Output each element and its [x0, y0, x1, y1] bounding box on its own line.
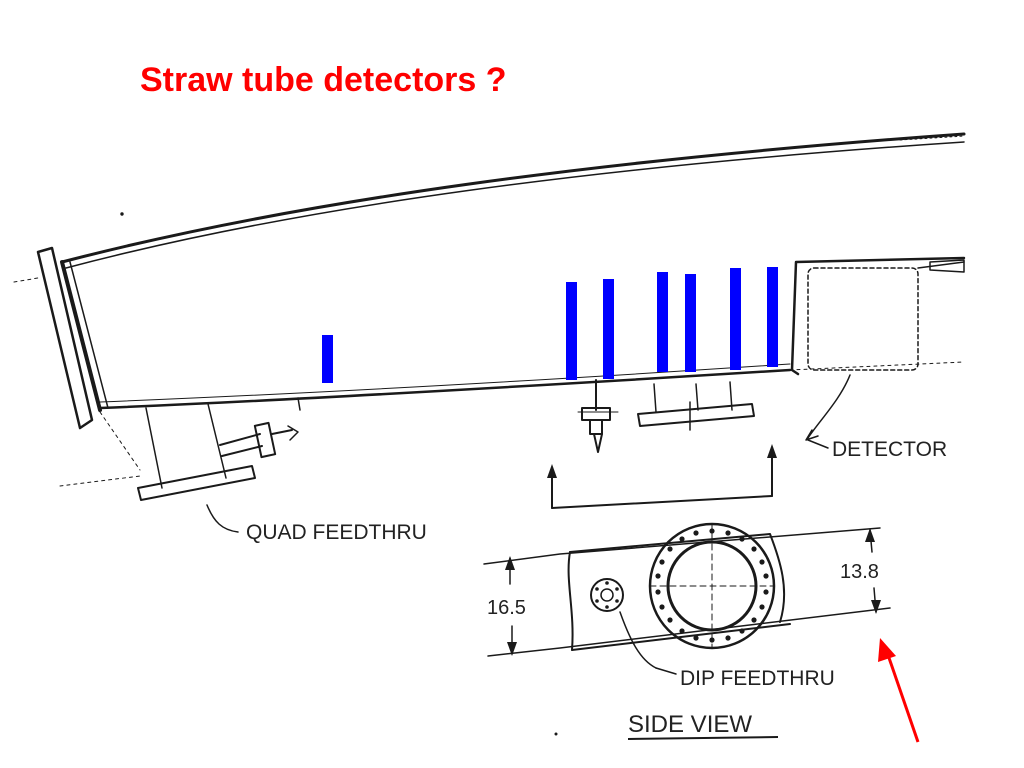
chamber-top-edge-inner [65, 141, 965, 269]
side-view-top-edge [483, 527, 881, 565]
detector-label: DETECTOR [832, 438, 947, 461]
straw-tube [767, 267, 778, 367]
dim-16-5-label: 16.5 [487, 597, 526, 619]
straw-tube [322, 335, 333, 383]
detector-box [807, 267, 919, 371]
feedthru-plate [637, 403, 755, 427]
side-view-bottom-edge [487, 607, 891, 657]
straw-tube-group [322, 267, 778, 383]
chamber-top-edge [60, 132, 966, 264]
side-view-label: SIDE VIEW [628, 711, 752, 738]
straw-tube [566, 282, 577, 380]
straw-tube [685, 274, 696, 372]
dim-13-8-label: 13.8 [840, 561, 879, 583]
straw-tube [603, 279, 614, 379]
slide-title: Straw tube detectors ? [140, 61, 507, 99]
detector-housing [790, 256, 966, 376]
red-pointer-arrow [878, 638, 920, 743]
chamber-bottom-edge [98, 368, 792, 410]
side-view-dip-flange [590, 578, 624, 612]
quad-feedthru-base [137, 465, 256, 501]
dip-feedthru-label: DIP FEEDTHRU [680, 667, 835, 690]
straw-tube [657, 272, 668, 372]
quad-feedthru-label: QUAD FEEDTHRU [246, 521, 427, 544]
flange-bolt-holes [655, 528, 769, 643]
left-flange [36, 246, 94, 430]
straw-tube [730, 268, 741, 370]
